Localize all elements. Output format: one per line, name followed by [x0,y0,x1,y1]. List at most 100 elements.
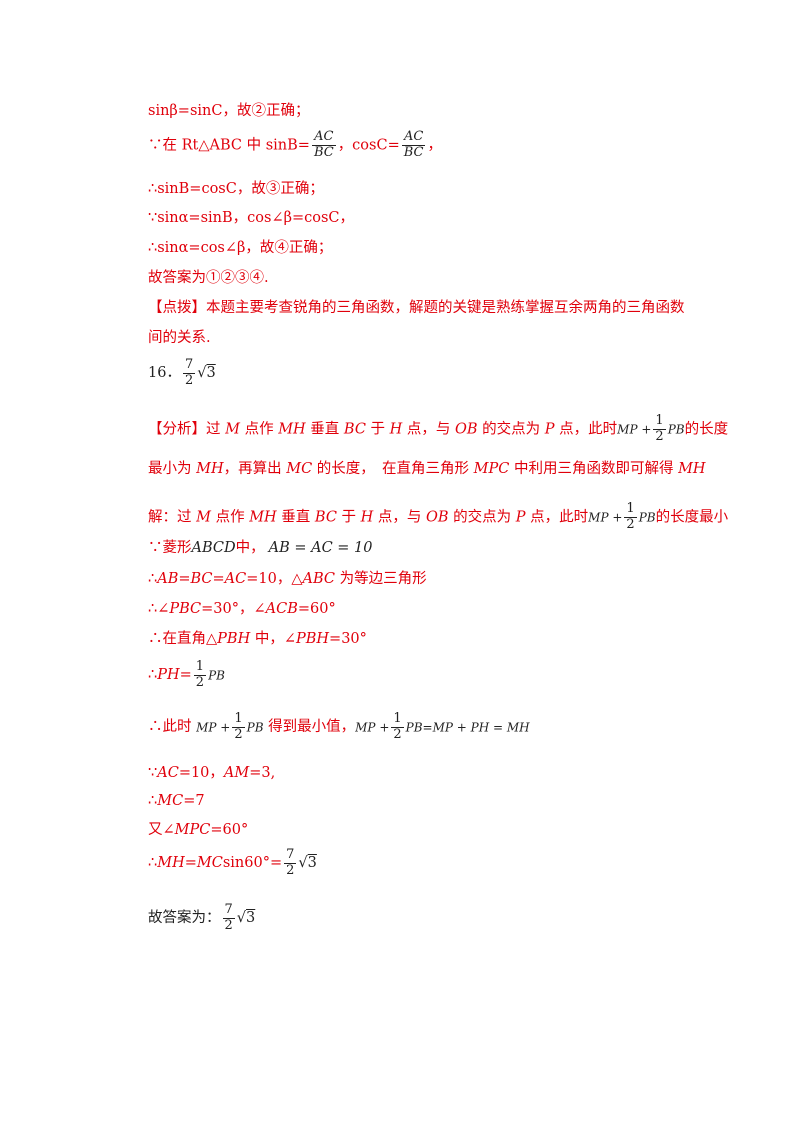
var-mh: MH [278,421,306,438]
var-mc: MC [196,855,223,872]
line-text: ∴sinα=cos∠β，故④正确； [148,240,333,256]
line-text: ∴ [148,667,158,684]
sqrt-radicand: 3 [246,910,256,927]
fraction-numerator: 7 [284,847,297,864]
line-text: ，cosC= [337,137,400,154]
fraction-denominator: BC [313,144,334,160]
var-ac: AC [157,765,179,781]
line-text: ， [427,137,442,154]
math-expression: MP + [588,510,623,525]
math-expression: AB=BC=AC [157,571,247,587]
var-m: M [225,421,240,438]
fraction-numerator: 1 [653,413,666,430]
math-expression: MP + [617,422,652,437]
fraction-numerator: 7 [222,902,235,919]
line-text: 最小为 [148,461,197,477]
var-ob: OB [455,421,478,438]
math-expression: PB [667,422,685,437]
line-text: 点，此时 [554,421,618,438]
line-text: ∵ [148,765,158,781]
fraction-numerator: AC [401,129,426,146]
var-p: P [544,421,555,438]
line-text: 【点拨】本题主要考查锐角的三角函数，解题的关键是熟练掌握互余两角的三角函数 [148,300,685,316]
solution-line-9: ∴MC=7 [148,794,205,809]
line-text: 的长度， 在直角三角形 [312,461,474,477]
line-text: ∴∠ [148,601,170,617]
fraction-denominator: 2 [626,516,635,532]
line-text: = [179,667,192,684]
analysis-line-2: 最小为 MH，再算出 MC 的长度， 在直角三角形 MPC 中利用三角函数即可解… [148,462,706,477]
line-text: 故答案为： [148,910,221,927]
text-line-sinalpha: ∵sinα=sinB，cos∠β=cosC， [148,211,354,226]
line-text: 点，此时 [525,509,589,526]
var-bc: BC [343,421,366,438]
line-text: =60° [297,601,336,617]
line-text: 于 [336,509,361,526]
fraction-denominator: 2 [224,917,233,933]
fraction-numerator: 1 [232,711,245,728]
line-text: ∴ [148,571,158,587]
line-text: 为等边三角形 [335,571,427,587]
solution-line-4: ∴∠PBC=30°，∠ACB=60° [148,602,336,617]
sqrt-radicand: 3 [206,365,216,382]
line-text: 中， [235,540,265,556]
line-text: = [184,855,197,872]
line-text: 的交点为 [477,421,545,438]
fraction-denominator: 2 [195,674,205,690]
line-text: 故答案为①②③④. [148,270,269,286]
var-mh: MH [157,855,185,872]
line-text: ∴ [148,855,158,872]
analysis-line-1: 【分析】过 M 点作 MH 垂直 BC 于 H 点，与 OB 的交点为 P 点，… [148,413,728,445]
var-ob: OB [426,509,449,526]
var-mpc: MPC [473,461,510,477]
var-mh: MH [196,461,224,477]
var-m: M [196,509,211,526]
line-text: 点，与 [402,421,456,438]
var-h: H [389,421,403,438]
line-text: 又∠ [148,822,175,838]
line-text: 解：过 [148,509,197,526]
text-line-sinalpha-cosbeta: ∴sinα=cos∠β，故④正确； [148,241,332,256]
text-line-sinbeta: sinβ=sinC，故②正确； [148,104,309,119]
line-text: ∵菱形 [148,540,192,556]
sqrt-radicand: 3 [307,855,317,872]
fraction-denominator: 2 [184,372,194,388]
math-expression: AB = AC = 10 [268,540,373,556]
fraction-denominator: 2 [286,862,295,878]
fraction-denominator: 2 [234,726,243,742]
var-abcd: ABCD [191,540,236,556]
line-text: 得到最小值， [263,719,356,736]
line-text: =3, [249,765,276,781]
math-expression: PB [246,720,264,735]
math-expression: PB [638,510,656,525]
fraction-numerator: 7 [182,357,196,374]
text-line-hint-cont: 间的关系. [148,331,211,346]
var-abc: ABC [302,571,336,587]
line-text: =10，△ [246,571,303,587]
line-text: 间的关系. [148,330,211,346]
solution-line-3: ∴AB=BC=AC=10，△ABC 为等边三角形 [148,572,427,587]
solution-line-10: 又∠MPC=60° [148,823,248,838]
math-expression: PB=MP + PH = MH [405,720,530,735]
fraction-numerator: 1 [193,659,207,676]
line-text: ∴ [148,793,158,809]
line-text: 中利用三角函数即可解得 [509,461,679,477]
line-text: 于 [365,421,390,438]
sqrt-3: √3 [236,910,256,927]
line-text: ∵sinα=sinB，cos∠β=cosC， [148,210,355,226]
line-text: =7 [183,793,205,809]
line-text: ∴在直角△ [148,631,218,647]
var-am: AM [223,765,250,781]
var-pbh: PBH [295,631,330,647]
